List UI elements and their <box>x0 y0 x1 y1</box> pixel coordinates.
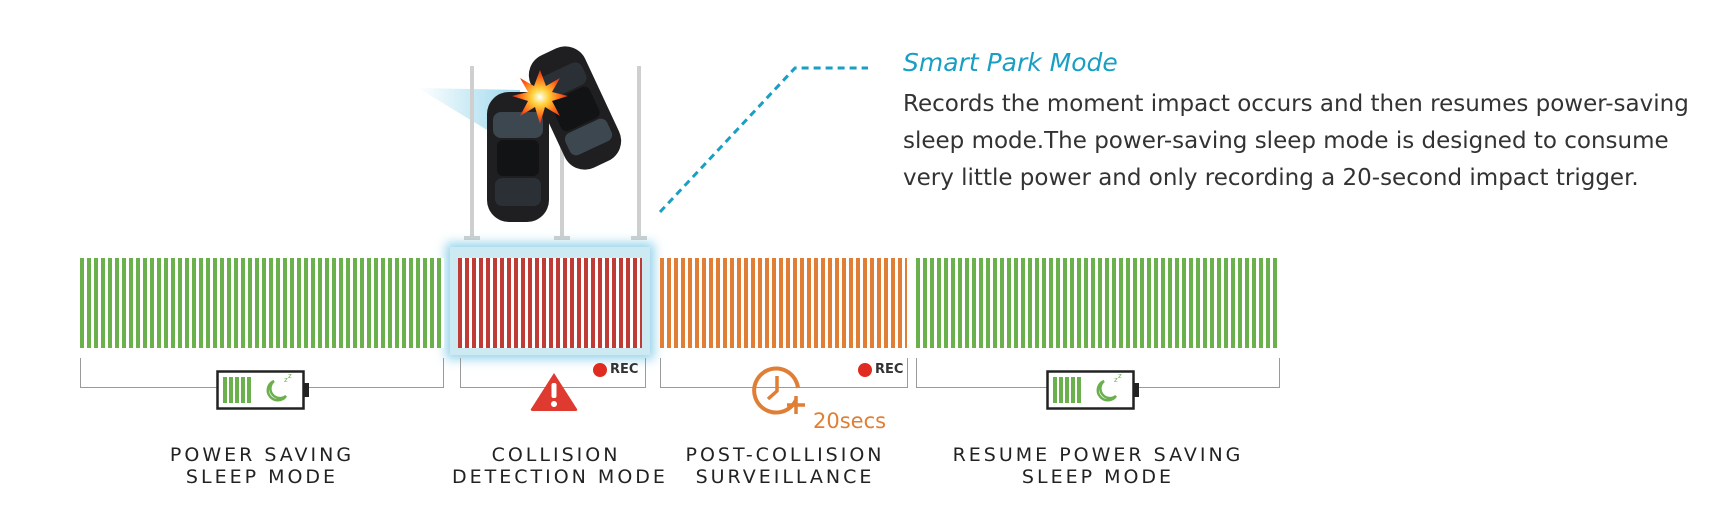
stage-label-line1: RESUME POWER SAVING <box>952 444 1244 466</box>
stage-label-line2: DETECTION MODE <box>452 466 668 488</box>
rec-label: REC <box>610 362 639 377</box>
stage-label-line1: COLLISION <box>491 444 621 466</box>
svg-text:z: z <box>1114 376 1118 384</box>
info-title: Smart Park Mode <box>903 48 1118 77</box>
stage-label-line2: SLEEP MODE <box>1021 466 1175 488</box>
bar-collision-detection <box>458 258 642 348</box>
stage-label-resume-power-saving: RESUME POWER SAVING SLEEP MODE <box>916 444 1280 488</box>
bar-power-saving <box>80 258 444 348</box>
parked-car <box>487 92 549 222</box>
svg-text:z: z <box>1118 372 1122 380</box>
stage-label-collision-detection: COLLISION DETECTION MODE <box>452 444 668 488</box>
bar-post-collision <box>660 258 907 348</box>
battery-sleep-icon: z z <box>216 370 309 410</box>
rec-dot-icon <box>858 362 872 377</box>
warning-triangle-icon <box>530 373 578 411</box>
rec-dot-icon <box>593 362 607 377</box>
stage-label-line2: SLEEP MODE <box>185 466 339 488</box>
impact-burst-icon <box>512 70 568 124</box>
battery-sleep-icon: z z <box>1046 370 1139 410</box>
stage-label-power-saving: POWER SAVING SLEEP MODE <box>80 444 444 488</box>
svg-text:z: z <box>284 376 288 384</box>
clock-plus-icon <box>752 366 805 415</box>
info-panel: Smart Park Mode Records the moment impac… <box>903 46 1703 197</box>
stage-label-line1: POWER SAVING <box>169 444 355 466</box>
stage-label-post-collision: POST-COLLISION SURVEILLANCE <box>680 444 890 488</box>
rec-indicator-collision: REC <box>593 362 638 377</box>
surveillance-duration: 20secs <box>813 409 887 433</box>
rec-label: REC <box>875 362 904 377</box>
info-description: Records the moment impact occurs and the… <box>903 91 1689 191</box>
bar-resume-power-saving <box>916 258 1280 348</box>
bracket-post-collision <box>660 358 908 388</box>
svg-text:z: z <box>288 372 292 380</box>
stage-label-line1: POST-COLLISION <box>685 444 885 466</box>
parking-posts <box>464 66 647 240</box>
rec-indicator-post-collision: REC <box>858 362 903 377</box>
stage-label-line2: SURVEILLANCE <box>695 466 875 488</box>
